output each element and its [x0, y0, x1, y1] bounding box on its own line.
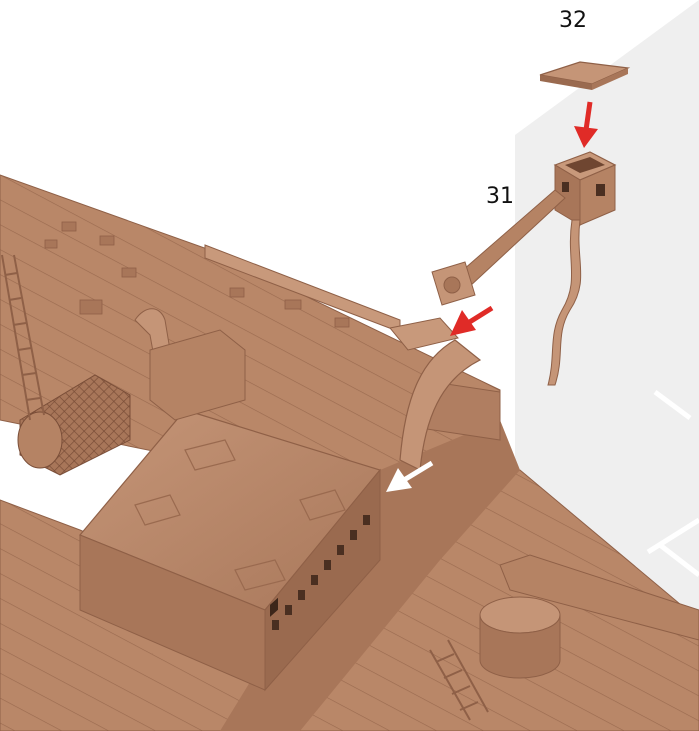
- part-label-31: 31: [486, 186, 514, 208]
- arrow-31-to-deck: [450, 308, 492, 336]
- lattice-vent-cap: [18, 412, 62, 468]
- part-label-32: 32: [559, 10, 587, 32]
